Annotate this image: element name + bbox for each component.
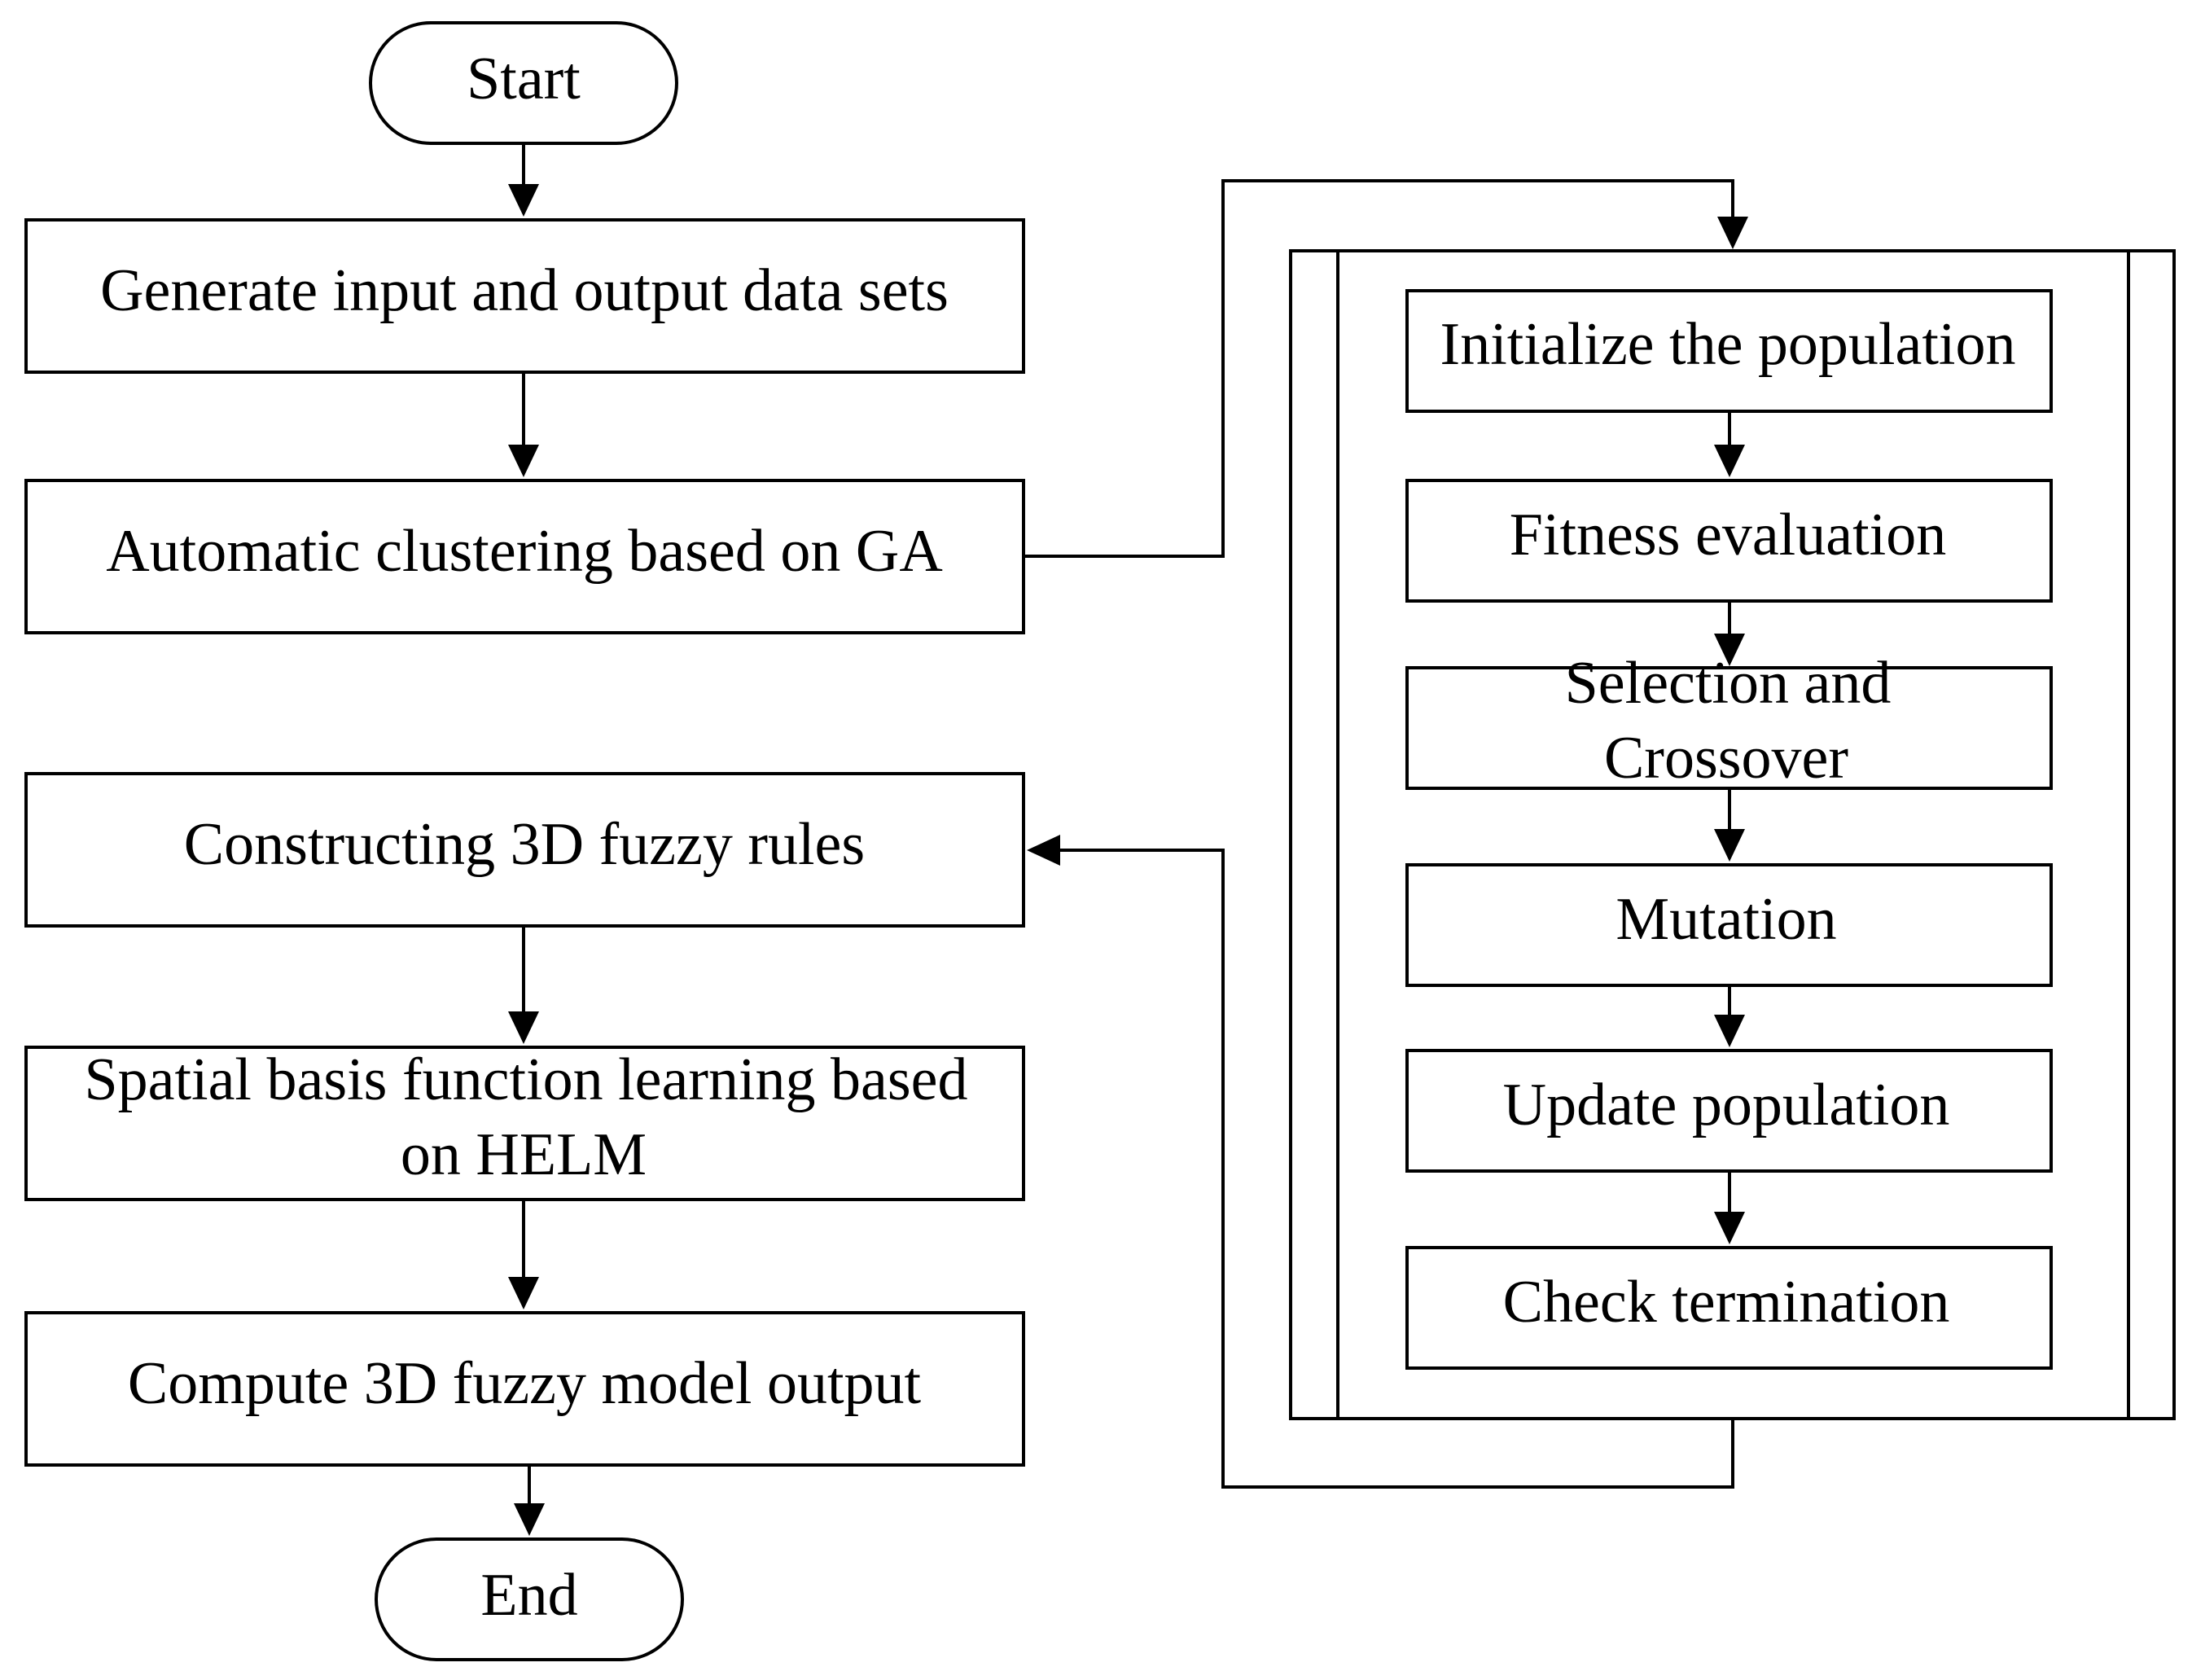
step-spatial-learning: Spatial basis function learning based on… xyxy=(24,1046,1025,1201)
arrow-rules-to-learning xyxy=(508,926,539,1044)
selection-label-line2: Crossover xyxy=(1604,725,1848,792)
end-terminator: End xyxy=(375,1537,684,1661)
ga-step-mutation: Mutation xyxy=(1405,863,2053,987)
arrow-clustering-to-ga xyxy=(1024,179,1748,558)
initialize-label: Initialize the population xyxy=(1440,311,2016,378)
arrow-fitness-to-selection xyxy=(1714,601,1745,666)
learning-label-line2: on HELM xyxy=(401,1121,647,1188)
arrow-learning-to-compute xyxy=(508,1200,539,1309)
arrow-ga-to-rules xyxy=(1027,835,1734,1489)
clustering-label: Automatic clustering based on GA xyxy=(106,518,943,585)
ga-step-selection-crossover: Selection and Crossover xyxy=(1405,650,2053,792)
selection-label-line1: Selection and xyxy=(1565,650,1892,717)
arrow-update-to-check xyxy=(1714,1171,1745,1244)
arrow-generate-to-clustering xyxy=(508,372,539,477)
arrow-initialize-to-fitness xyxy=(1714,411,1745,477)
arrow-compute-to-end xyxy=(514,1465,545,1536)
ga-step-check-termination: Check termination xyxy=(1405,1246,2053,1370)
start-terminator: Start xyxy=(369,21,678,145)
step-compute-output: Compute 3D fuzzy model output xyxy=(24,1311,1025,1467)
mutation-label: Mutation xyxy=(1616,886,1836,953)
ga-step-update: Update population xyxy=(1405,1049,2053,1173)
generate-label: Generate input and output data sets xyxy=(100,257,949,324)
ga-step-fitness: Fitness evaluation xyxy=(1405,479,2053,603)
rules-label: Constructing 3D fuzzy rules xyxy=(184,811,865,878)
update-label: Update population xyxy=(1503,1072,1950,1138)
compute-label: Compute 3D fuzzy model output xyxy=(128,1350,922,1417)
ga-step-initialize: Initialize the population xyxy=(1405,289,2053,413)
arrow-start-to-generate xyxy=(508,143,539,217)
fitness-label: Fitness evaluation xyxy=(1510,502,1946,568)
end-label: End xyxy=(480,1562,577,1629)
step-generate-data: Generate input and output data sets xyxy=(24,218,1025,374)
step-automatic-clustering: Automatic clustering based on GA xyxy=(24,479,1025,634)
learning-label-line1: Spatial basis function learning based xyxy=(84,1046,967,1113)
arrow-selection-to-mutation xyxy=(1714,788,1745,862)
start-label: Start xyxy=(467,46,581,112)
check-label: Check termination xyxy=(1503,1269,1950,1336)
step-constructing-rules: Constructing 3D fuzzy rules xyxy=(24,772,1025,928)
arrow-mutation-to-update xyxy=(1714,985,1745,1047)
